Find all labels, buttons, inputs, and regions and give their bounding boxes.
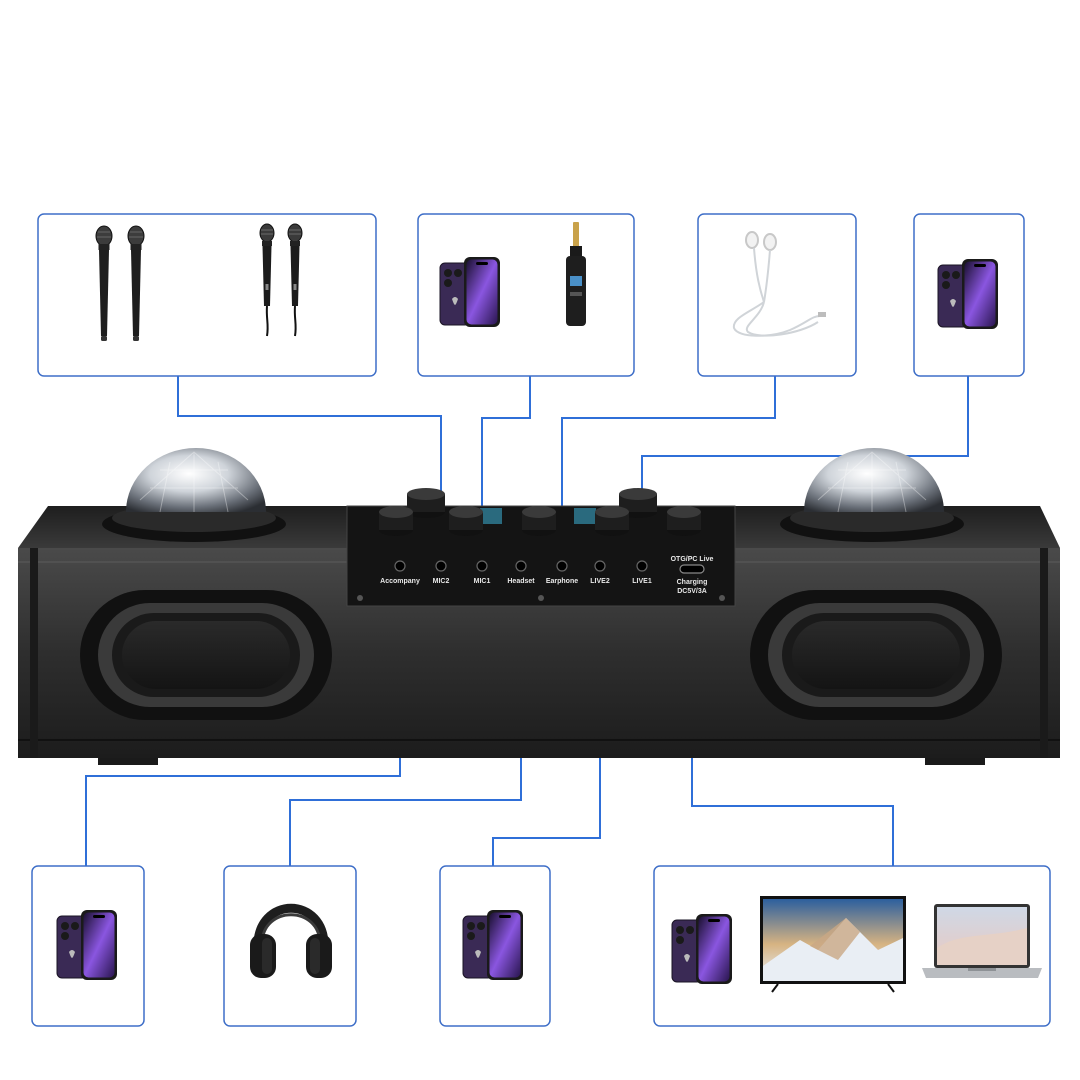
laptop-icon <box>922 904 1042 978</box>
line-earphones-earphone <box>561 376 776 552</box>
jack-live2[interactable] <box>594 560 606 572</box>
left-crystal-ball-light <box>102 448 286 542</box>
device-box-phone-and-receiver <box>417 213 635 377</box>
port-label-headset: Headset <box>507 578 535 585</box>
port-label-earphone: Earphone <box>546 578 578 585</box>
smartphone-icon <box>462 909 524 981</box>
karaoke-speaker: Accompany MIC2 MIC1 Headset Earphone LIV… <box>18 448 1060 765</box>
device-box-phone-live2 <box>439 865 551 1027</box>
port-labels: Accompany MIC2 MIC1 Headset Earphone LIV… <box>380 556 713 595</box>
line-microphones-mic2 <box>177 376 442 552</box>
knob <box>449 506 483 536</box>
port-label-mic2: MIC2 <box>433 578 450 585</box>
smartphone-icon <box>439 256 501 328</box>
jack-live1[interactable] <box>636 560 648 572</box>
port-jacks <box>394 560 705 574</box>
speaker-foot <box>98 755 158 765</box>
right-crystal-ball-light <box>780 448 964 542</box>
device-box-microphones <box>37 213 377 377</box>
device-box-phone <box>913 213 1025 377</box>
device-box-phone-accompany <box>31 865 145 1027</box>
wireless-receiver-icon <box>566 222 586 326</box>
knob <box>522 506 556 536</box>
tv-icon <box>760 896 906 993</box>
speaker-foot <box>925 755 985 765</box>
left-speaker-grill <box>80 590 332 720</box>
device-box-headphones <box>223 865 357 1027</box>
right-speaker-grill <box>750 590 1002 720</box>
jack-accompany[interactable] <box>394 560 406 572</box>
port-label-mic1: MIC1 <box>474 578 491 585</box>
usb-label-charging: Charging <box>677 579 708 586</box>
usb-label-top: OTG/PC Live <box>671 556 714 563</box>
knob <box>595 506 629 536</box>
volume-knobs <box>379 488 701 536</box>
jack-earphone[interactable] <box>556 560 568 572</box>
device-box-earphones <box>697 213 857 377</box>
usb-c-port[interactable] <box>679 564 705 574</box>
headphones-icon <box>250 903 332 978</box>
device-box-phone-tv-laptop <box>653 865 1051 1027</box>
knob <box>407 488 445 518</box>
jack-mic2[interactable] <box>435 560 447 572</box>
knob <box>379 506 413 536</box>
usb-label-power: DC5V/3A <box>677 588 707 595</box>
port-label-live1: LIVE1 <box>632 578 652 585</box>
jack-headset[interactable] <box>515 560 527 572</box>
line-phone-receiver-mic1 <box>481 376 531 552</box>
jack-mic1[interactable] <box>476 560 488 572</box>
smartphone-icon <box>671 913 733 985</box>
port-label-accompany: Accompany <box>380 578 420 585</box>
smartphone-icon <box>937 258 999 330</box>
knob <box>667 506 701 536</box>
earphones-icon <box>732 231 826 337</box>
smartphone-icon <box>56 909 118 981</box>
port-label-live2: LIVE2 <box>590 578 610 585</box>
